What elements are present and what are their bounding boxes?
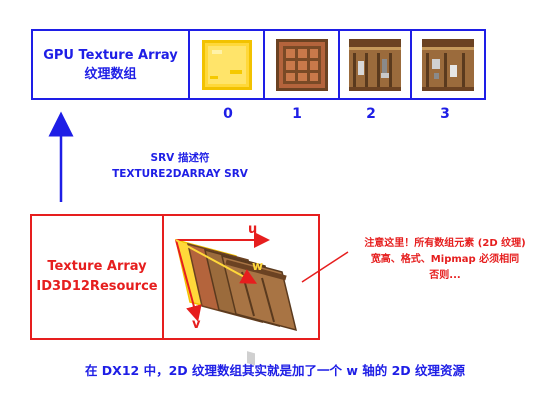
v-axis-label: v [192, 317, 201, 332]
crafting-table-front-icon [422, 38, 474, 91]
w-axis-arrow [175, 239, 258, 284]
texture-slot-0 [190, 31, 265, 98]
texture-array-resource-title: Texture Array ID3D12Resource [32, 216, 164, 338]
crafting-table-side-icon [349, 38, 401, 91]
srv-label-line2: TEXTURE2DARRAY SRV [112, 168, 248, 180]
crafting-table-top-icon [275, 38, 328, 91]
note-pointer-line [301, 251, 349, 283]
gpu-title-zh: 纹理数组 [84, 66, 137, 82]
slot-index-3: 3 [440, 106, 450, 122]
note-line2: 宽高、格式、Mipmap 必须相同 [370, 254, 520, 265]
texture-array-resource-box [30, 214, 320, 340]
stacked-texture-layers [174, 238, 298, 366]
resource-title-line1: Texture Array [47, 259, 147, 274]
texture-slot-3 [412, 31, 484, 98]
slot-index-2: 2 [366, 106, 376, 122]
srv-descriptor-label: SRV 描述符 TEXTURE2DARRAY SRV [60, 150, 300, 182]
note-line1: 注意这里！所有数组元素 (2D 纹理) [364, 238, 526, 249]
footer-caption: 在 DX12 中，2D 纹理数组其实就是加了一个 w 轴的 2D 纹理资源 [84, 363, 466, 378]
slot-index-0: 0 [223, 106, 233, 122]
v-axis-arrow [175, 239, 202, 322]
texture-slot-2 [340, 31, 412, 98]
gpu-texture-array-title: GPU Texture Array 纹理数组 [33, 31, 190, 98]
texture-slot-1 [265, 31, 340, 98]
note-line3: 否则... [429, 270, 461, 281]
slot-index-1: 1 [292, 106, 302, 122]
gold-block-icon [201, 39, 252, 90]
gpu-texture-array-box [31, 29, 486, 100]
u-axis-label: u [248, 222, 257, 237]
gpu-title-en: GPU Texture Array [43, 47, 178, 63]
note-annotation: 注意这里！所有数组元素 (2D 纹理) 宽高、格式、Mipmap 必须相同 否则… [340, 236, 550, 284]
w-axis-label: w [252, 259, 263, 273]
srv-label-line1: SRV 描述符 [150, 152, 210, 164]
resource-title-line2: ID3D12Resource [36, 279, 158, 294]
